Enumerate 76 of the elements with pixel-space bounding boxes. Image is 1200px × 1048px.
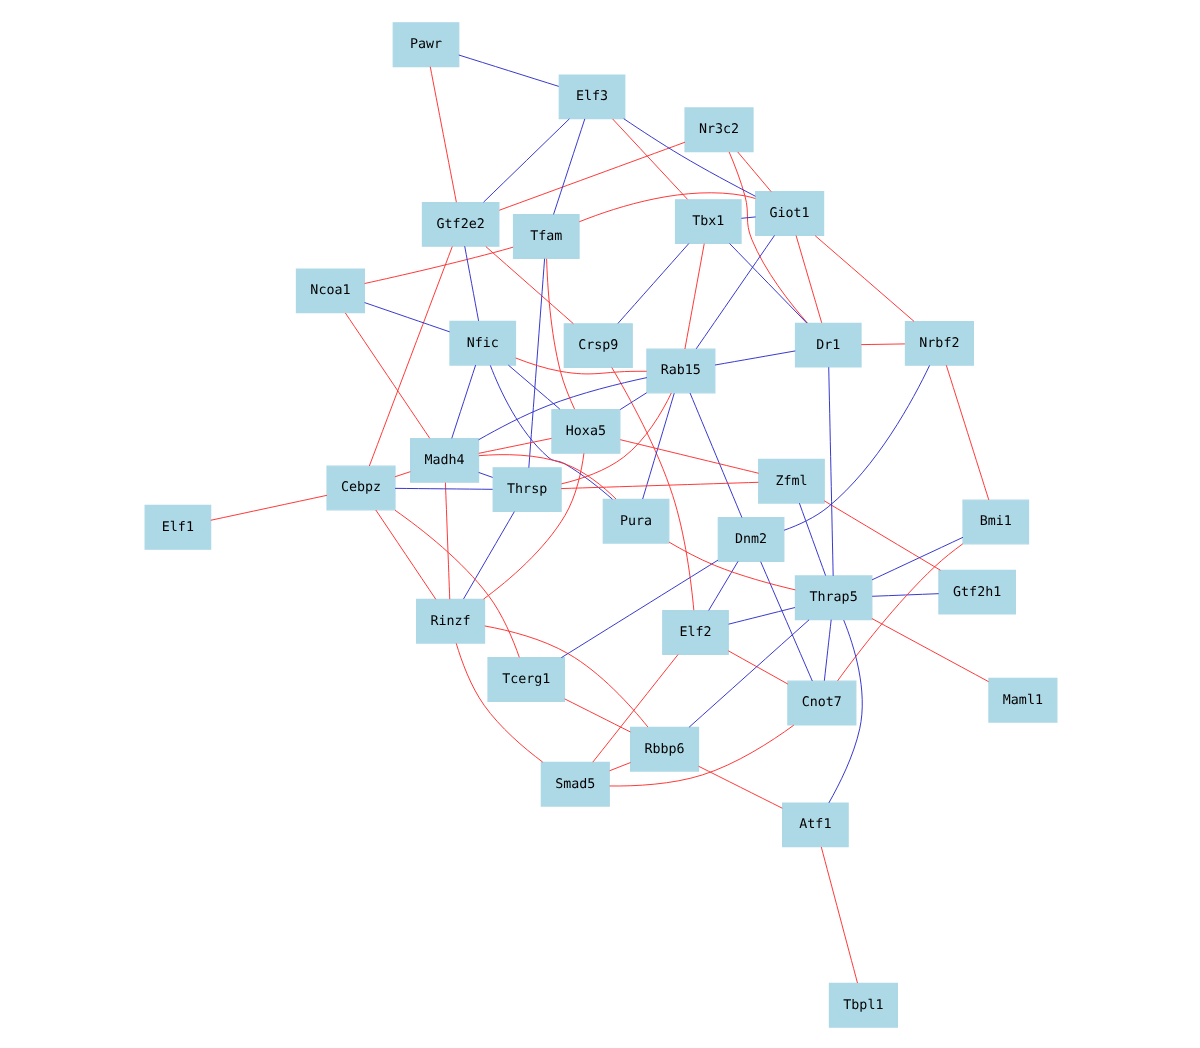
connector (727, 606, 795, 624)
connector (618, 438, 759, 473)
connector (822, 618, 831, 681)
connector (545, 257, 575, 409)
connector (697, 764, 782, 808)
connector (367, 245, 452, 466)
connector (794, 234, 822, 323)
connector (739, 215, 756, 218)
connector (482, 117, 569, 202)
connector (514, 356, 647, 374)
connector (477, 376, 647, 440)
connector (477, 470, 493, 477)
connector (727, 150, 807, 323)
connector (484, 245, 573, 324)
connector (782, 363, 930, 530)
connector (707, 559, 738, 610)
connector (363, 245, 513, 283)
connector (462, 510, 514, 599)
connector (870, 592, 939, 596)
connector (560, 391, 671, 484)
connector (552, 117, 585, 214)
connector (797, 501, 826, 576)
connector (506, 363, 560, 409)
connector (759, 560, 812, 681)
connector (450, 363, 476, 438)
connector (726, 649, 788, 684)
connector (822, 499, 940, 570)
connector (728, 242, 807, 323)
connector (713, 349, 795, 365)
connector (343, 311, 430, 438)
connector (393, 508, 519, 657)
connector (591, 653, 678, 762)
connector (559, 480, 758, 489)
connector (483, 624, 648, 727)
connector (457, 53, 559, 86)
connector (694, 233, 774, 349)
connector (393, 486, 493, 489)
connector (477, 436, 551, 453)
connector (641, 391, 674, 499)
connector (618, 391, 647, 410)
connector (667, 540, 795, 590)
connector (859, 342, 905, 345)
connector (687, 618, 809, 727)
connector (688, 391, 742, 517)
connector (363, 301, 450, 332)
connector (827, 618, 862, 803)
connector (870, 535, 963, 580)
connector (944, 363, 989, 500)
connector (616, 242, 689, 323)
connector (683, 242, 704, 349)
connector (563, 697, 630, 732)
connector (577, 191, 755, 222)
connector (374, 508, 436, 599)
connector (454, 641, 543, 762)
connector (608, 761, 631, 771)
connector (393, 470, 410, 477)
connector (827, 365, 833, 576)
connector (870, 617, 989, 682)
connector (608, 723, 794, 786)
connector (736, 150, 771, 192)
connector (443, 481, 450, 599)
connector (610, 366, 694, 610)
connector (209, 493, 327, 520)
connector (559, 558, 718, 658)
connector (497, 140, 685, 210)
connector (622, 117, 755, 196)
connector (527, 257, 545, 468)
connector (813, 234, 914, 321)
connector (488, 363, 612, 499)
connector (482, 451, 584, 599)
connector (428, 65, 456, 202)
connector (836, 542, 963, 681)
connector (477, 453, 616, 499)
connector (819, 845, 857, 983)
connector (611, 117, 687, 199)
connector (463, 244, 479, 321)
